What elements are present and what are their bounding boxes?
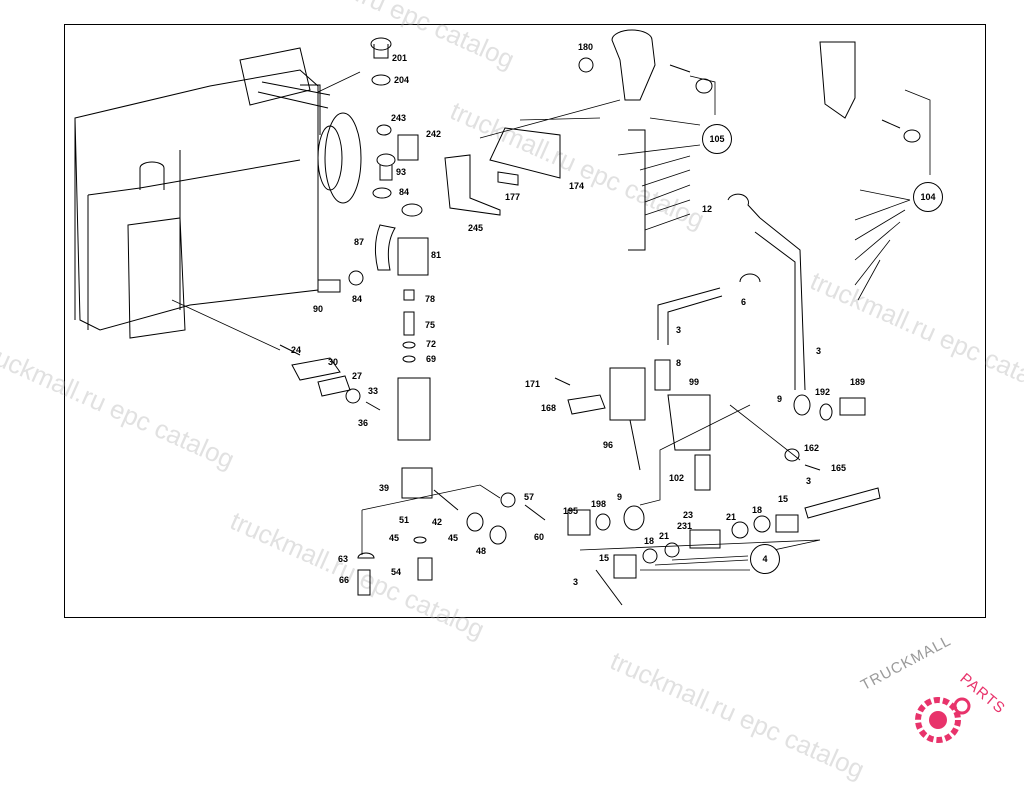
callout-90: 90 [313, 304, 324, 314]
callout-174: 174 [569, 181, 585, 191]
callout-3: 3 [806, 476, 812, 486]
callout-171: 171 [525, 379, 541, 389]
callout-21: 21 [659, 531, 670, 541]
callout-162: 162 [804, 443, 820, 453]
callout-9: 9 [617, 492, 623, 502]
callout-204: 204 [394, 75, 410, 85]
callout-21: 21 [726, 512, 737, 522]
callout-15: 15 [599, 553, 610, 563]
bubble-104: 104 [913, 182, 943, 212]
callout-201: 201 [392, 53, 408, 63]
callout-66: 66 [339, 575, 350, 585]
callout-8: 8 [676, 358, 682, 368]
callout-33: 33 [368, 386, 379, 396]
callout-60: 60 [534, 532, 545, 542]
callout-189: 189 [850, 377, 866, 387]
callout-84: 84 [399, 187, 410, 197]
callout-36: 36 [358, 418, 369, 428]
callout-57: 57 [524, 492, 535, 502]
callout-9: 9 [777, 394, 783, 404]
callout-51: 51 [399, 515, 410, 525]
callout-24: 24 [291, 345, 302, 355]
callout-3: 3 [816, 346, 822, 356]
callout-3: 3 [573, 577, 579, 587]
callout-180: 180 [578, 42, 594, 52]
callout-177: 177 [505, 192, 521, 202]
callout-23: 23 [683, 510, 694, 520]
callout-243: 243 [391, 113, 407, 123]
callout-93: 93 [396, 167, 407, 177]
callout-102: 102 [669, 473, 685, 483]
callout-15: 15 [778, 494, 789, 504]
bubble-105: 105 [702, 124, 732, 154]
callout-12: 12 [702, 204, 713, 214]
callout-242: 242 [426, 129, 442, 139]
callout-39: 39 [379, 483, 390, 493]
engine-housing [74, 47, 362, 339]
callout-18: 18 [752, 505, 763, 515]
callout-63: 63 [338, 554, 349, 564]
callout-96: 96 [603, 440, 614, 450]
callout-78: 78 [425, 294, 436, 304]
callout-72: 72 [426, 339, 437, 349]
parts-exploded-drawing [74, 29, 931, 606]
valve-assemblies [444, 29, 921, 606]
callout-192: 192 [815, 387, 831, 397]
callout-48: 48 [476, 546, 487, 556]
callout-165: 165 [831, 463, 847, 473]
callout-27: 27 [352, 371, 363, 381]
leader-lines [171, 71, 931, 571]
bubble-4: 4 [750, 544, 780, 574]
callout-195: 195 [563, 506, 579, 516]
callout-99: 99 [689, 377, 700, 387]
callout-69: 69 [426, 354, 437, 364]
callout-245: 245 [468, 223, 484, 233]
callout-30: 30 [328, 357, 339, 367]
callout-168: 168 [541, 403, 557, 413]
gear-icon [915, 697, 971, 743]
callout-87: 87 [354, 237, 365, 247]
callout-231: 231 [677, 521, 693, 531]
small-parts [279, 37, 546, 596]
callout-75: 75 [425, 320, 436, 330]
callout-84: 84 [352, 294, 363, 304]
callout-6: 6 [741, 297, 747, 307]
callout-198: 198 [591, 499, 607, 509]
callout-3: 3 [676, 325, 682, 335]
truckmall-parts-logo: TRUCKMALL PARTS [858, 632, 1018, 746]
callout-45: 45 [389, 533, 400, 543]
callout-42: 42 [432, 517, 443, 527]
callout-81: 81 [431, 250, 442, 260]
callout-54: 54 [391, 567, 402, 577]
callout-45: 45 [448, 533, 459, 543]
callout-18: 18 [644, 536, 655, 546]
